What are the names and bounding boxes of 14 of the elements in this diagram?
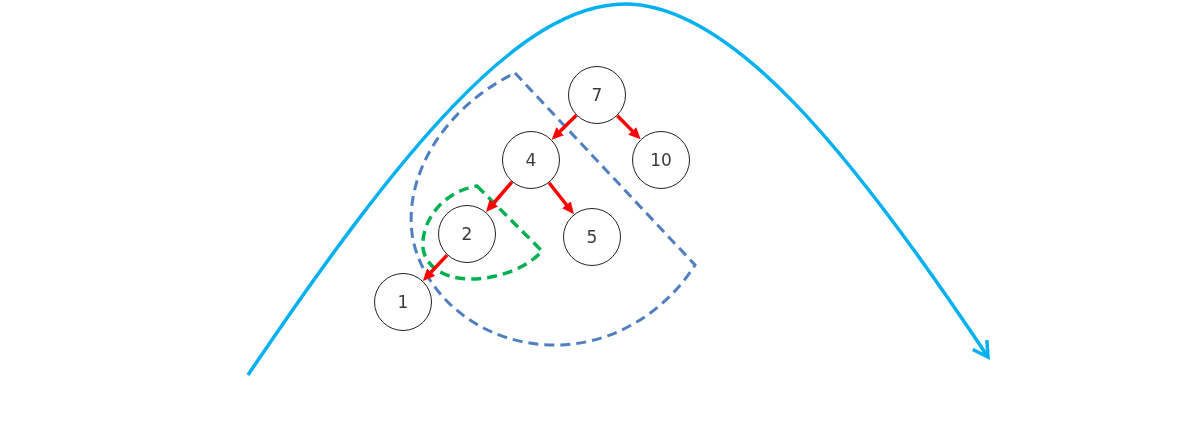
arrow xyxy=(485,180,514,213)
node-number: 5 xyxy=(586,228,598,246)
node-circle xyxy=(438,205,496,263)
node-number: 7 xyxy=(591,86,603,104)
node-circle xyxy=(502,131,560,189)
node-number: 4 xyxy=(525,151,537,169)
node-circle xyxy=(568,66,626,124)
arrow xyxy=(547,181,574,215)
arrow xyxy=(422,253,449,281)
node-number: 2 xyxy=(461,225,473,243)
arrow xyxy=(616,114,641,140)
node-number: 1 xyxy=(397,293,409,311)
arrow xyxy=(551,114,578,140)
node-number: 10 xyxy=(650,151,672,169)
